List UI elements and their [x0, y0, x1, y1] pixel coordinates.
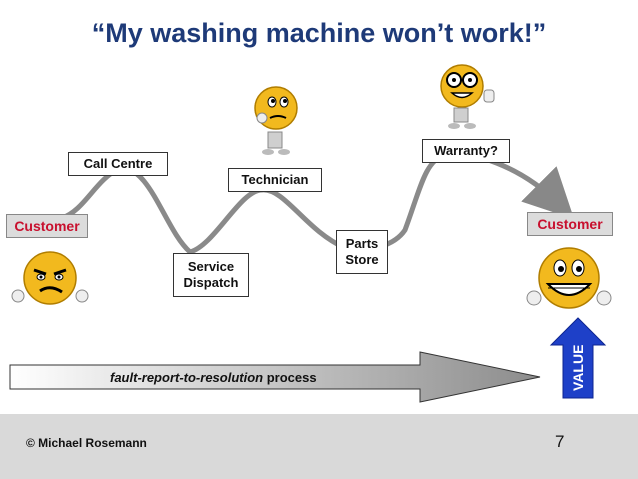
service-dispatch-box: Service Dispatch — [173, 253, 249, 297]
page-number: 7 — [555, 432, 565, 451]
customer-end-label: Customer — [537, 216, 603, 232]
process-arrow-label: fault-report-to-resolution process — [110, 370, 317, 385]
nerd-thumbs-up-face-icon — [440, 64, 495, 129]
service-dispatch-label-line2: Dispatch — [183, 275, 239, 290]
footer-bar — [0, 414, 638, 479]
parts-store-label-line2: Store — [345, 252, 379, 267]
value-arrow — [549, 317, 607, 399]
angry-face-icon — [11, 251, 89, 305]
customer-start-box: Customer — [6, 214, 88, 238]
parts-store-label-line1: Parts — [345, 236, 379, 251]
call-centre-box: Call Centre — [68, 152, 168, 176]
thinking-face-icon — [254, 86, 298, 155]
happy-face-icon — [526, 247, 612, 309]
copyright-text: © Michael Rosemann — [26, 436, 147, 450]
value-arrow-label: VALUE — [570, 344, 586, 391]
technician-label: Technician — [241, 172, 309, 187]
service-dispatch-label-line1: Service — [187, 259, 235, 274]
process-arrow-plain: process — [263, 370, 317, 385]
warranty-box: Warranty? — [422, 139, 510, 163]
page-title: “My washing machine won’t work!” — [91, 18, 547, 48]
customer-start-label: Customer — [14, 218, 80, 234]
technician-box: Technician — [228, 168, 322, 192]
warranty-label: Warranty? — [434, 143, 498, 158]
customer-end-box: Customer — [527, 212, 613, 236]
parts-store-box: Parts Store — [336, 230, 388, 274]
process-arrow-italic: fault-report-to-resolution — [110, 370, 264, 385]
call-centre-label: Call Centre — [83, 156, 153, 171]
process-arrow — [9, 351, 541, 403]
